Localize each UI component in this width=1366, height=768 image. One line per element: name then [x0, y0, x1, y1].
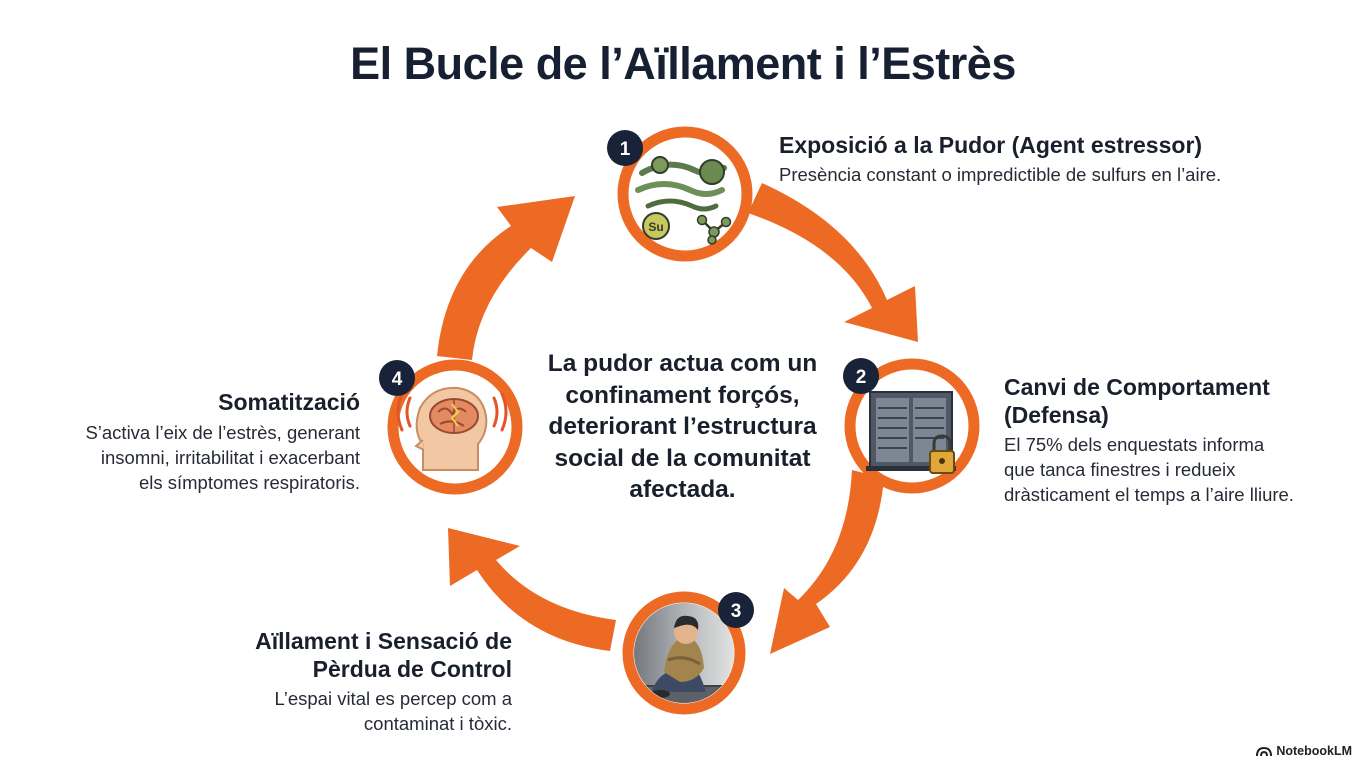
step-3-node: 3	[622, 591, 754, 715]
step-1-title: Exposició a la Pudor (Agent estressor)	[779, 132, 1203, 158]
locked-window-icon	[866, 391, 956, 474]
odor-cloud-sulfur-icon: Su	[635, 156, 732, 245]
stressed-brain-head-icon	[396, 386, 508, 471]
step-3-badge: 3	[731, 601, 742, 622]
step-2-title: Canvi de Comportament (Defensa)	[1004, 373, 1270, 429]
step-2-description-line-1: El 75% dels enquestats informa	[1004, 434, 1265, 455]
step-2-badge: 2	[856, 367, 867, 388]
step-2-description-line-3: dràsticament el temps a l’aire lliure.	[1004, 484, 1294, 505]
isolated-person-icon	[634, 603, 734, 703]
arrow-3-to-4	[448, 528, 616, 651]
step-2-node: 2	[843, 358, 980, 494]
step-3-description: L’espai vital es percep com a contaminat…	[274, 686, 512, 736]
step-3-description-line-1: L’espai vital es percep com a	[274, 688, 512, 709]
step-3-title-line-1: Aïllament i Sensació de	[255, 628, 512, 654]
arrow-4-to-1	[437, 196, 575, 360]
step-4-description: S’activa l’eix de l’estrès, generant ins…	[85, 420, 360, 495]
step-4-description-line-3: els símptomes respiratoris.	[138, 472, 360, 493]
step-3-title-line-2: Pèrdua de Control	[312, 656, 512, 682]
step-4-node: 4	[379, 359, 523, 495]
arrow-1-to-2	[748, 183, 918, 342]
cycle-arrows	[437, 183, 918, 654]
step-4-badge: 4	[392, 369, 403, 390]
step-4-description-line-2: insomni, irritabilitat i exacerbant	[100, 447, 360, 468]
step-4-description-line-1: S’activa l’eix de l’estrès, generant	[85, 422, 360, 443]
step-2-description-line-2: que tanca finestres i redueix	[1004, 459, 1236, 480]
step-2-title-line-2: (Defensa)	[1004, 402, 1109, 428]
notebooklm-logo-icon	[1256, 746, 1273, 757]
step-2-description: El 75% dels enquestats informa que tanca…	[1004, 432, 1294, 507]
brand-name: NotebookLM	[1276, 744, 1352, 758]
arrow-2-to-3	[770, 470, 884, 654]
step-1-description: Presència constant o impredictible de su…	[779, 164, 1222, 185]
step-3-description-line-2: contaminat i tòxic.	[363, 713, 512, 734]
step-1-node: Su 1	[607, 126, 753, 262]
step-4-title: Somatització	[218, 389, 360, 415]
center-message: La pudor actua com un confinament forçós…	[547, 350, 818, 503]
step-3-title: Aïllament i Sensació de Pèrdua de Contro…	[255, 627, 512, 683]
page-title: El Bucle de l’Aïllament i l’Estrès	[350, 38, 1016, 89]
brand-watermark: NotebookLM	[1256, 744, 1352, 758]
sulfur-symbol-label: Su	[648, 220, 663, 234]
step-1-badge: 1	[620, 139, 631, 160]
step-2-title-line-1: Canvi de Comportament	[1004, 374, 1270, 400]
